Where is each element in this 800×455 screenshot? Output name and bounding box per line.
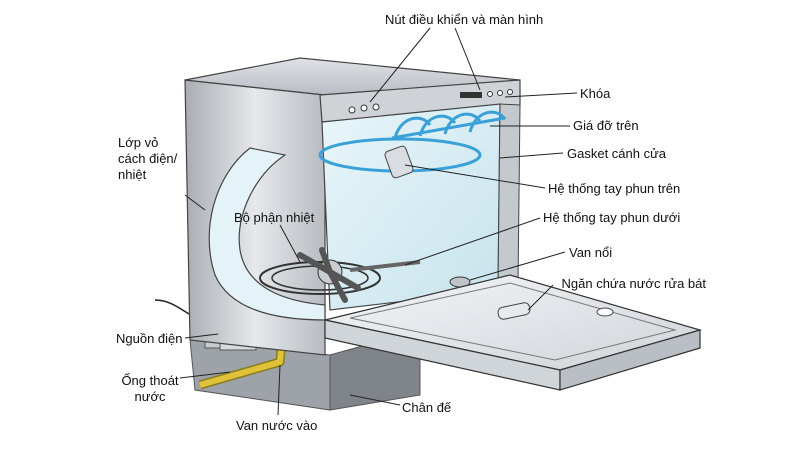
label-base: Chân đế	[402, 400, 452, 415]
control-buttons	[348, 89, 513, 114]
label-float-valve: Van nổi	[569, 245, 613, 260]
label-insulation: Lớp vỏ cách điện/ nhiệt	[118, 135, 178, 182]
upper-spray-arm-shape	[384, 145, 414, 179]
heater-and-lower-arm	[259, 247, 421, 303]
label-detergent-compartment: Ngăn chứa nước rửa bát	[561, 276, 706, 291]
label-upper-rack: Giá đỡ trên	[573, 118, 639, 133]
label-upper-spray-arm: Hệ thống tay phun trên	[548, 181, 681, 196]
door	[324, 274, 703, 391]
cabinet-body	[184, 57, 521, 356]
label-water-inlet: Van nước vào	[236, 418, 318, 433]
label-controls: Nút điều khiển và màn hình	[385, 12, 544, 27]
label-lock: Khóa	[580, 86, 611, 101]
label-power: Nguồn điện	[116, 331, 183, 346]
label-lower-spray-arm: Hệ thống tay phun dưới	[543, 210, 681, 225]
label-drain-hose: Ống thoát nước	[121, 373, 179, 404]
label-heating-element: Bộ phận nhiệt	[234, 210, 315, 225]
label-door-gasket: Gasket cánh cửa	[567, 146, 667, 161]
leader-lines	[179, 27, 578, 416]
